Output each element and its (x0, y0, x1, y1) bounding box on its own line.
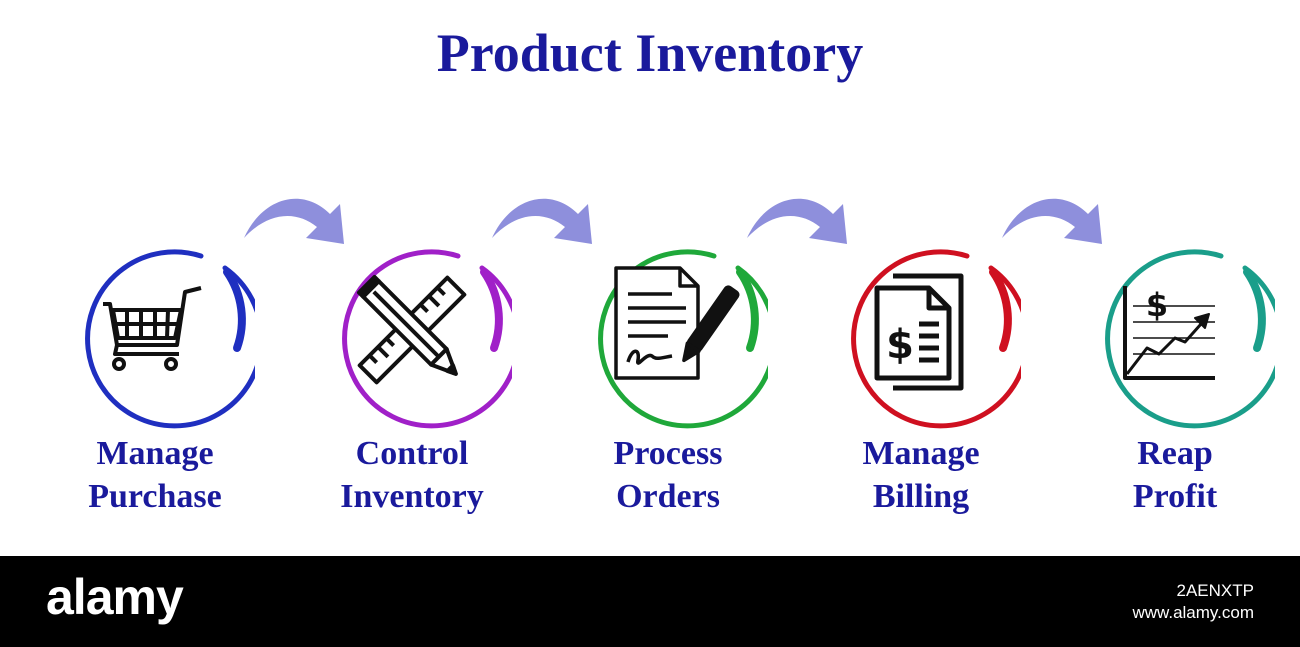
step-manage-billing: $ Manage Billing (821, 230, 1021, 530)
step-label: Manage Billing (862, 435, 980, 515)
step-label: Reap Profit (1132, 435, 1218, 515)
step-circle: $ (851, 249, 1021, 429)
step-label: Control Inventory (340, 435, 484, 515)
invoice-icon (874, 273, 964, 391)
flow-arrow (244, 198, 344, 244)
step-label: Manage Purchase (88, 435, 222, 515)
step-circle (598, 249, 768, 429)
step-circle: $ (1105, 249, 1275, 429)
image-id: 2AENXTP (1176, 581, 1254, 600)
pencil-ruler-icon (356, 274, 467, 385)
step-control-inventory: Control Inventory (312, 230, 512, 530)
step-circle (342, 249, 512, 429)
step-circle (85, 249, 255, 429)
signed-document-icon (614, 266, 740, 380)
step-process-orders: Process Orders (568, 230, 768, 530)
watermark-footer: alamy 2AENXTP www.alamy.com (0, 556, 1300, 647)
flow-arrow (1002, 198, 1102, 244)
image-credit: 2AENXTP www.alamy.com (1132, 580, 1254, 624)
site-url: www.alamy.com (1132, 603, 1254, 622)
step-label: Process Orders (613, 435, 723, 515)
step-manage-purchase: Manage Purchase (55, 230, 255, 530)
flow-arrow (492, 198, 592, 244)
flow-arrow (747, 198, 847, 244)
dollar-sign-icon: $ (886, 322, 914, 368)
alamy-logo: alamy (46, 569, 184, 625)
shopping-cart-icon (103, 286, 202, 371)
dollar-sign-icon: $ (1146, 286, 1168, 324)
profit-chart-icon (1123, 286, 1215, 380)
step-reap-profit: $ Reap Profit (1075, 230, 1275, 530)
diagram-title: Product Inventory (436, 23, 864, 83)
